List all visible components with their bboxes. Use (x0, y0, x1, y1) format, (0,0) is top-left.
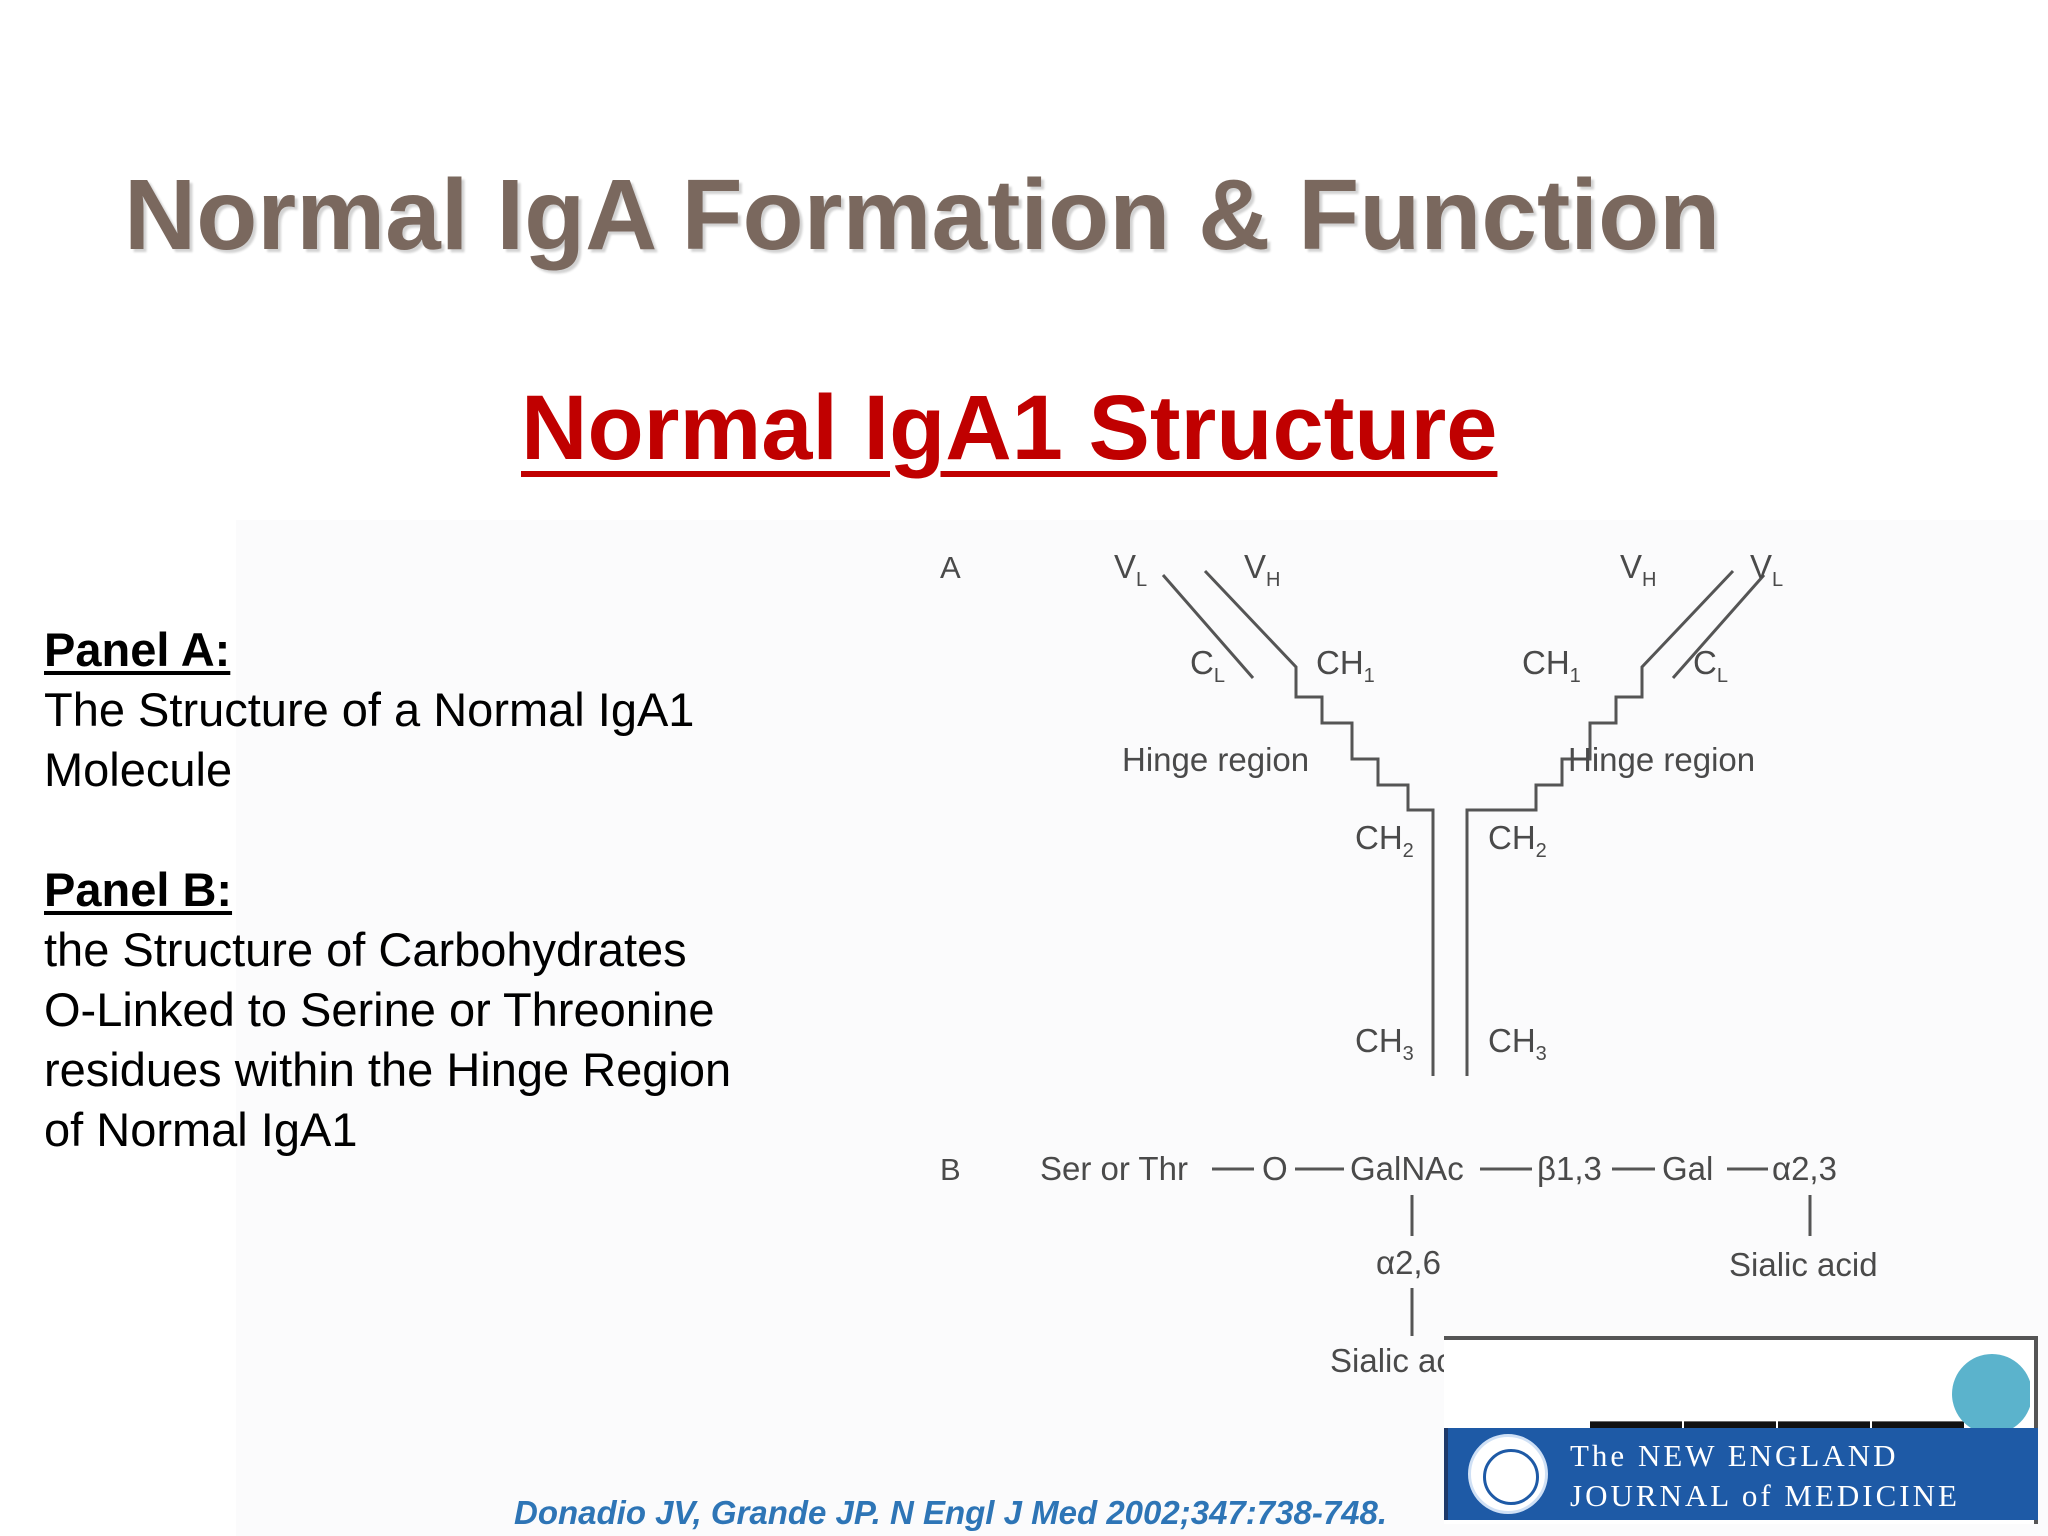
gal-label: Gal (1662, 1150, 1713, 1187)
panel-b-line-1: the Structure of Carbohydrates (44, 923, 687, 976)
galnac-label: GalNAc (1350, 1150, 1464, 1187)
nejm-logo-line-1: The NEW ENGLAND (1570, 1438, 1899, 1473)
slide-title: Normal IgA Formation & Function (124, 159, 1721, 271)
panel-b-line-4: of Normal IgA1 (44, 1103, 358, 1156)
left-ch1-label: CH1 (1316, 644, 1375, 687)
nejm-logo-text: The NEW ENGLAND JOURNAL of MEDICINE (1570, 1436, 1960, 1516)
panel-a-label: A (940, 550, 961, 585)
right-v-light-label: VL (1750, 548, 1783, 591)
panel-a-line-2: Molecule (44, 743, 233, 796)
beta13-label: β1,3 (1537, 1150, 1602, 1187)
left-v-light-label: VL (1114, 548, 1147, 591)
left-heavy-chain-line (1203, 569, 1435, 1076)
panel-a-line-1: The Structure of a Normal IgA1 (44, 683, 695, 736)
left-hinge-label: Hinge region (1122, 741, 1309, 778)
nejm-logo: The NEW ENGLAND JOURNAL of MEDICINE (1444, 1428, 2038, 1520)
right-ch3-label: CH3 (1488, 1022, 1547, 1065)
right-ch1-label: CH1 (1522, 644, 1581, 687)
panel-a-heading: Panel A: (44, 623, 231, 676)
left-v-heavy-label: VH (1244, 548, 1280, 591)
panel-b-label: B (940, 1152, 961, 1187)
panel-descriptions: Panel A: The Structure of a Normal IgA1 … (44, 620, 824, 1160)
partial-banner-block: ▬▬▬▬ (1590, 1367, 1966, 1432)
right-c-light-label: CL (1693, 644, 1728, 687)
sialic-acid-right-label: Sialic acid (1729, 1246, 1878, 1283)
panel-b-line-2: O-Linked to Serine or Threonine (44, 983, 715, 1036)
left-ch3-label: CH3 (1355, 1022, 1414, 1065)
right-light-chain-line (1671, 574, 1766, 679)
partial-banner-accent (1952, 1354, 2030, 1432)
right-ch2-label: CH2 (1488, 819, 1547, 862)
right-v-heavy-label: VH (1620, 548, 1656, 591)
citation: Donadio JV, Grande JP. N Engl J Med 2002… (514, 1494, 1388, 1531)
alpha26-label: α2,6 (1376, 1244, 1441, 1281)
panel-b-line-3: residues within the Hinge Region (44, 1043, 732, 1096)
left-light-chain-line (1161, 574, 1255, 679)
nejm-seal-icon (1468, 1434, 1548, 1514)
right-heavy-chain-line (1465, 569, 1735, 1076)
ser-or-thr-label: Ser or Thr (1040, 1150, 1188, 1187)
right-hinge-label: Hinge region (1568, 741, 1755, 778)
slide-subtitle: Normal IgA1 Structure (521, 377, 1498, 479)
o-label: O (1262, 1150, 1288, 1187)
nejm-logo-line-2: JOURNAL of MEDICINE (1570, 1478, 1960, 1513)
panel-b-heading: Panel B: (44, 863, 233, 916)
left-c-light-label: CL (1190, 644, 1225, 687)
left-ch2-label: CH2 (1355, 819, 1414, 862)
alpha23-label: α2,3 (1772, 1150, 1837, 1187)
partial-banner-graphic: ▬▬▬▬ (1440, 1340, 2030, 1432)
